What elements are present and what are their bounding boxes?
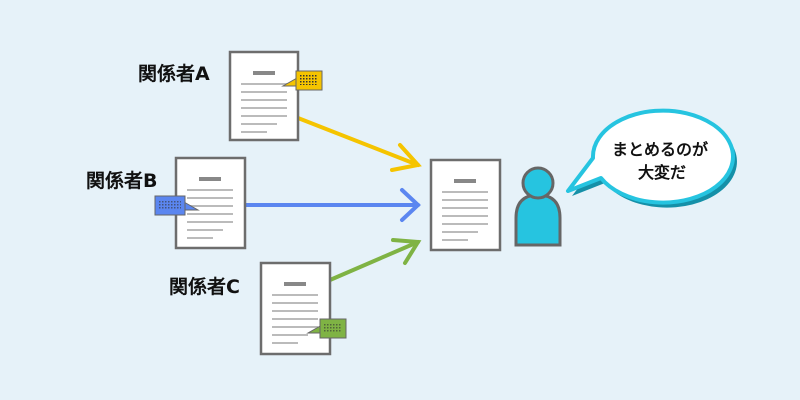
document-a xyxy=(228,50,300,142)
comment-icon-c xyxy=(306,318,347,339)
document-b xyxy=(174,156,247,250)
arrow-a xyxy=(296,116,422,172)
comment-icon-b xyxy=(154,195,200,216)
bubble-line-1: まとめるのが xyxy=(612,140,708,159)
arrow-b xyxy=(243,188,421,222)
bubble-line-2: 大変だ xyxy=(638,163,686,182)
comment-icon-a xyxy=(281,70,323,91)
stakeholder-label-c: 関係者C xyxy=(169,275,240,298)
person-icon xyxy=(514,166,562,247)
arrow-c xyxy=(328,238,422,282)
document-c xyxy=(259,261,332,356)
stakeholder-label-b: 関係者B xyxy=(86,169,157,192)
stakeholder-label-a: 関係者A xyxy=(138,62,210,85)
speech-bubble: まとめるのが 大変だ xyxy=(566,108,737,208)
merged-document xyxy=(429,158,502,252)
